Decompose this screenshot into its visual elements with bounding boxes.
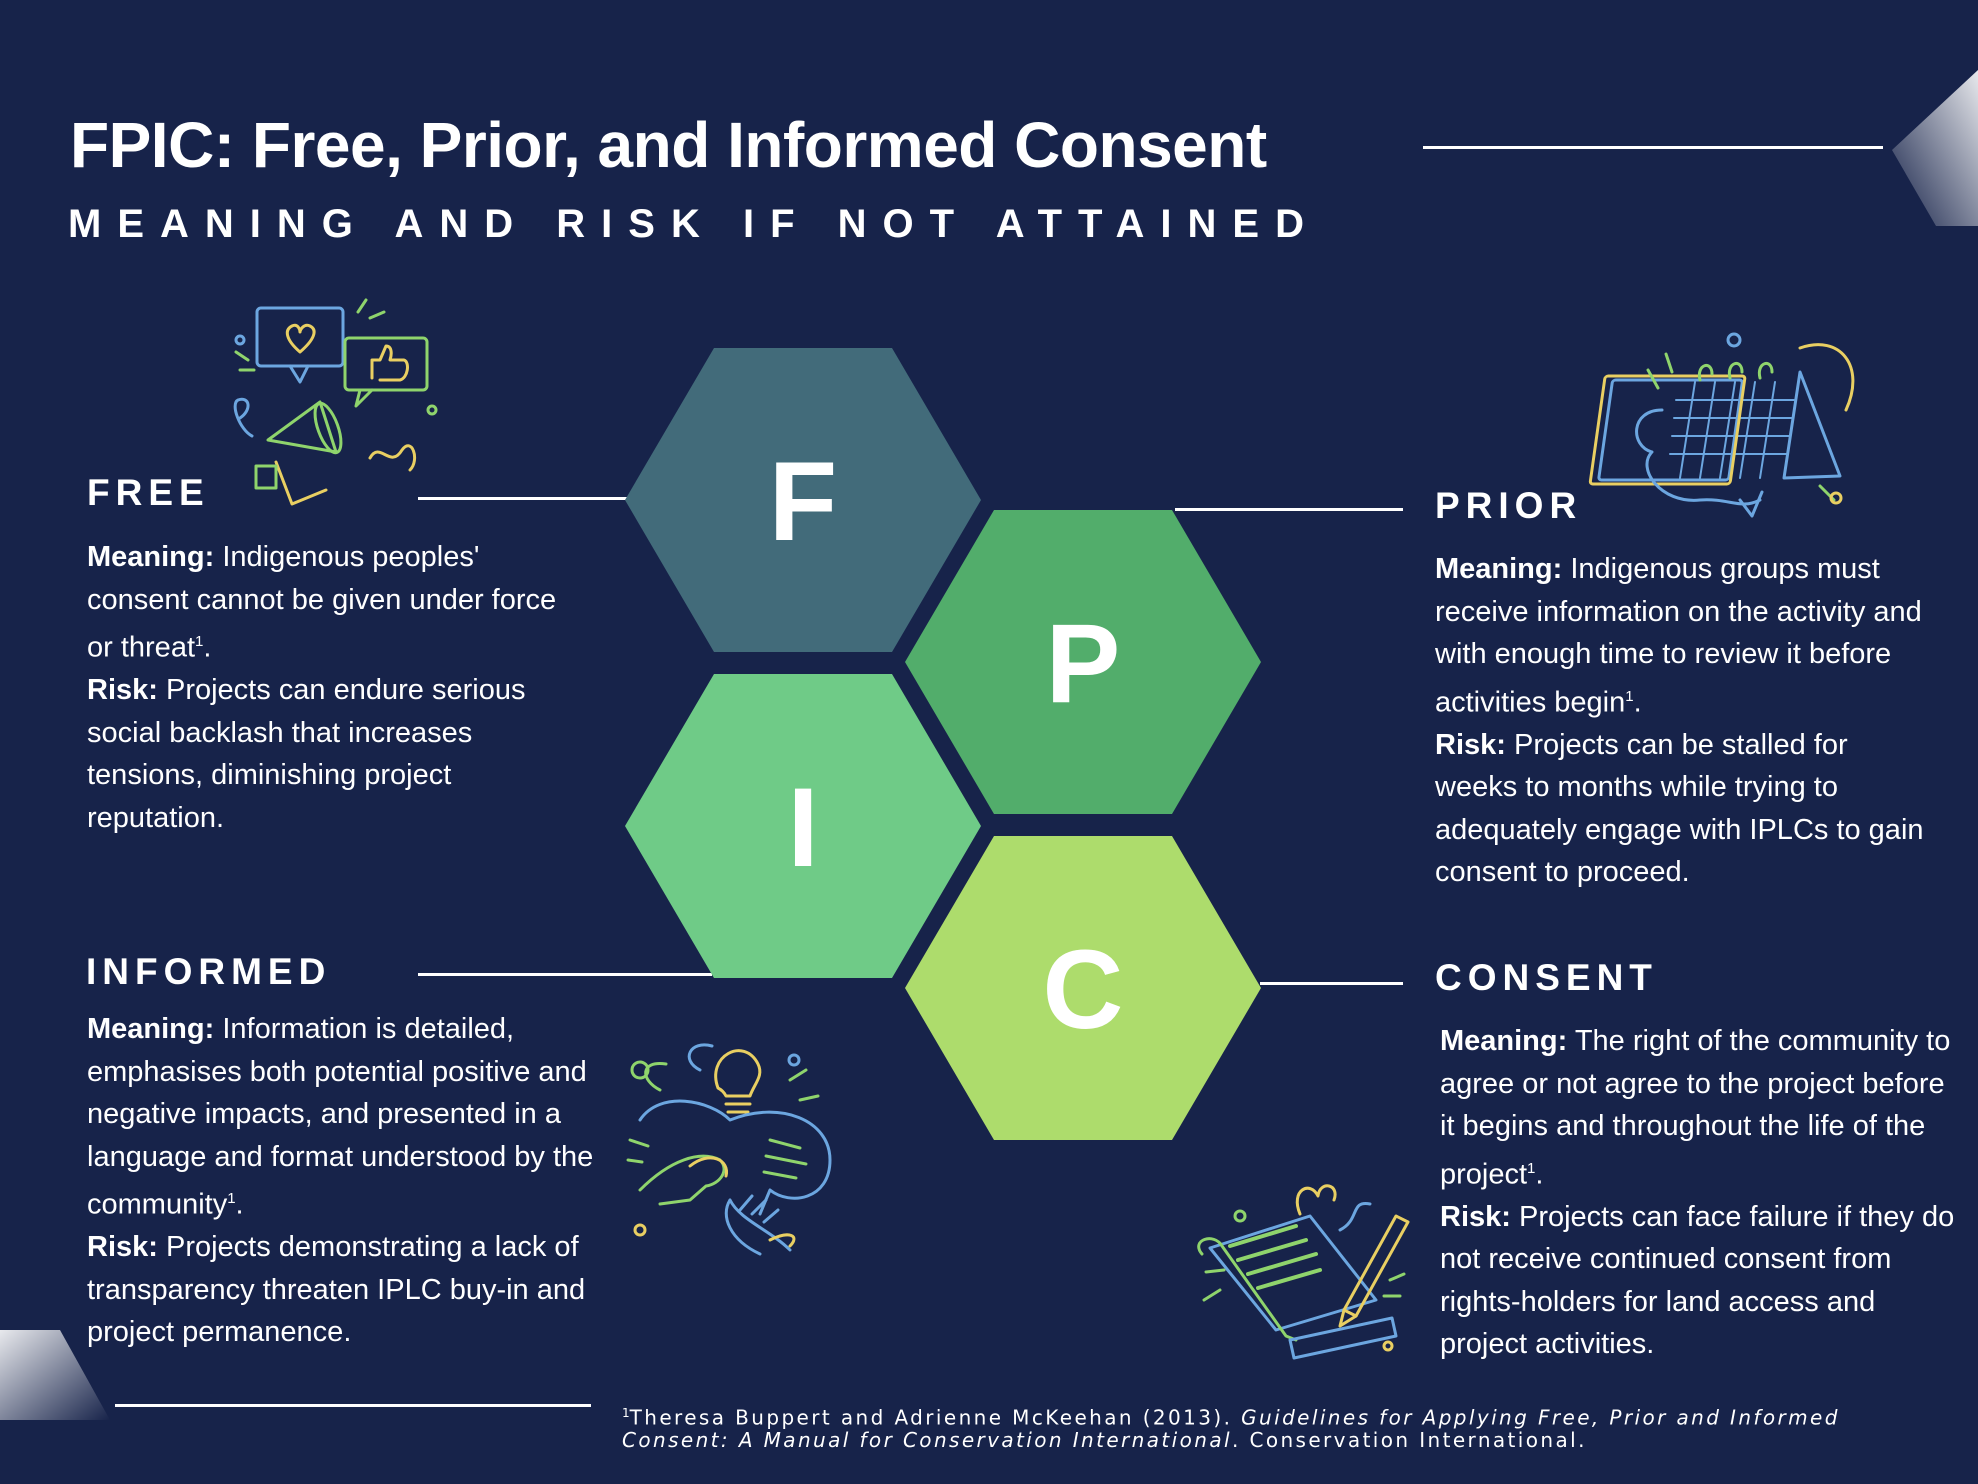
- consent-description: Meaning: The right of the community to a…: [1440, 1025, 1955, 1361]
- prior-connector-line: [1175, 508, 1403, 511]
- free-heading: FREE: [87, 472, 210, 513]
- footnote-ref: 1: [1625, 687, 1634, 705]
- consent-risk-text: Projects can face failure if they do not…: [1440, 1200, 1955, 1361]
- hexagon-i: I: [625, 674, 981, 978]
- footnote-authors: Theresa Buppert and Adrienne McKeehan (2…: [629, 1405, 1242, 1430]
- document-pen-icon: [1197, 1184, 1410, 1360]
- footnote-ref: 1: [227, 1190, 236, 1207]
- calendar-icon: [1588, 332, 1855, 518]
- free-connector-line: [418, 497, 628, 500]
- megaphone-feedback-icon: [233, 298, 438, 506]
- prior-description: Meaning: Indigenous groups must receive …: [1435, 553, 1924, 889]
- hexagon-letter-c: C: [1043, 927, 1124, 1052]
- informed-heading: INFORMED: [86, 951, 332, 992]
- informed-risk-label: Risk:: [87, 1231, 158, 1264]
- prior-meaning-text: Indigenous groups must receive informati…: [1435, 553, 1922, 719]
- consent-meaning-text: The right of the community to agree or n…: [1440, 1025, 1951, 1191]
- corner-accent-bottom-left: [0, 1330, 110, 1420]
- hexagon-c: C: [905, 836, 1261, 1140]
- footnote-ref: 1: [195, 633, 204, 650]
- consent-risk-label: Risk:: [1440, 1200, 1511, 1233]
- hexagon-p: P: [905, 510, 1261, 814]
- page-subtitle: MEANING AND RISK IF NOT ATTAINED: [68, 202, 1320, 246]
- informed-meaning-text: Information is detailed, emphasises both…: [87, 1013, 594, 1221]
- informed-meaning-label: Meaning:: [87, 1013, 215, 1045]
- hexagon-letter-p: P: [1046, 601, 1121, 726]
- lightbulb-hands-icon: [626, 1043, 832, 1256]
- informed-connector-line: [418, 973, 712, 976]
- footnote-publisher: . Conservation International.: [1231, 1427, 1587, 1452]
- hexagon-letter-i: I: [787, 765, 818, 890]
- prior-meaning-label: Meaning:: [1435, 553, 1563, 585]
- hexagon-f: F: [625, 348, 981, 652]
- footnote-ref: 1: [1527, 1159, 1536, 1177]
- prior-risk-text: Projects can be stalled for weeks to mon…: [1435, 728, 1924, 889]
- hexagon-letter-f: F: [769, 439, 837, 564]
- informed-description: Meaning: Information is detailed, emphas…: [87, 1013, 594, 1349]
- footnote-rule: [115, 1404, 591, 1407]
- consent-heading: CONSENT: [1435, 957, 1658, 998]
- free-risk-label: Risk:: [87, 674, 158, 707]
- prior-heading: PRIOR: [1435, 485, 1583, 526]
- free-meaning-label: Meaning:: [87, 541, 215, 573]
- prior-risk-label: Risk:: [1435, 728, 1506, 761]
- free-risk-text: Projects can endure serious social backl…: [87, 674, 526, 834]
- consent-meaning-label: Meaning:: [1440, 1025, 1568, 1057]
- footnote-title: Guidelines for Applying Free, Prior and …: [622, 1405, 1840, 1452]
- informed-risk-text: Projects demonstrating a lack of transpa…: [87, 1231, 586, 1349]
- free-meaning-text: Indigenous peoples' consent cannot be gi…: [87, 541, 557, 664]
- footnote-mark: 1: [622, 1406, 630, 1420]
- consent-connector-line: [1260, 982, 1403, 985]
- page-title: FPIC: Free, Prior, and Informed Consent: [70, 109, 1267, 181]
- title-rule: [1423, 146, 1883, 149]
- footnote: 1Theresa Buppert and Adrienne McKeehan (…: [622, 1402, 1942, 1451]
- free-description: Meaning: Indigenous peoples' consent can…: [87, 541, 557, 834]
- corner-accent-top-right: [1892, 70, 1978, 226]
